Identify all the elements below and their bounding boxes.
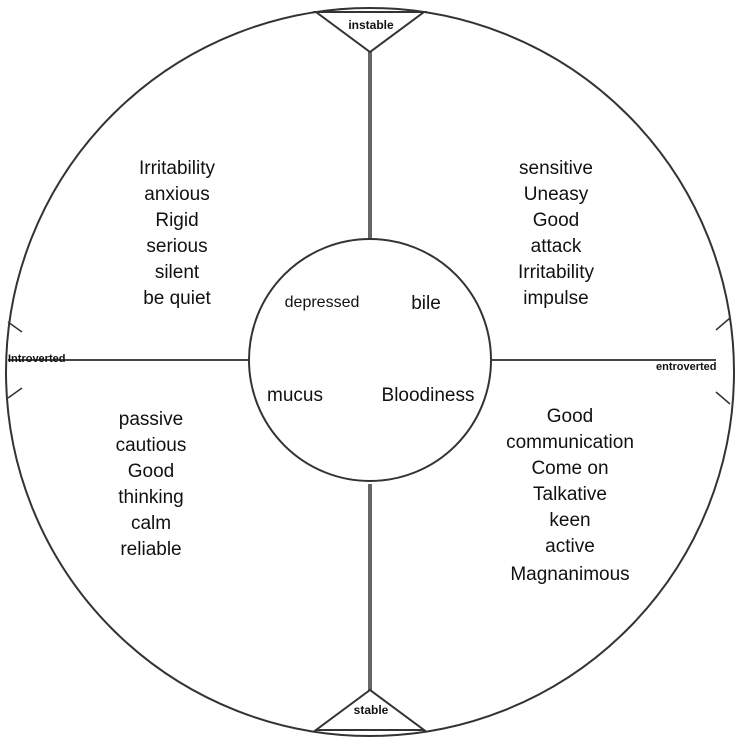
trait-item: sensitive: [519, 158, 593, 179]
traits-bottom-left: passive cautious Good thinking calm reli…: [116, 409, 187, 560]
trait-item: passive: [119, 409, 183, 430]
outer-circle: [5, 7, 735, 737]
trait-item: Irritability: [518, 262, 595, 283]
temperament-bloodiness: Bloodiness: [382, 385, 475, 406]
trait-item: cautious: [116, 435, 187, 456]
temperament-depressed: depressed: [285, 294, 360, 311]
trait-item: Uneasy: [524, 184, 589, 205]
trait-item: Good: [533, 210, 579, 231]
axis-label-stable: stable: [354, 703, 389, 717]
axis-label-entroverted: entroverted: [656, 361, 717, 373]
trait-item: impulse: [523, 288, 588, 309]
trait-item: Magnanimous: [510, 564, 629, 585]
right-tick-marks: [715, 317, 731, 405]
trait-item: communication: [506, 432, 634, 453]
trait-item: reliable: [120, 539, 181, 560]
axis-label-instable: instable: [348, 18, 394, 32]
trait-item: serious: [146, 236, 207, 257]
trait-item: attack: [531, 236, 582, 257]
trait-item: calm: [131, 513, 171, 534]
trait-item: Good: [547, 406, 593, 427]
trait-item: thinking: [118, 487, 184, 508]
stable-marker: [312, 688, 428, 731]
trait-item: keen: [549, 510, 590, 531]
temperament-bile: bile: [411, 293, 441, 314]
traits-top-right: sensitive Uneasy Good attack Irritabilit…: [518, 158, 595, 309]
traits-top-left: Irritability anxious Rigid serious silen…: [139, 158, 216, 309]
trait-item: active: [545, 536, 595, 557]
trait-item: Talkative: [533, 484, 607, 505]
axis-label-introverted: Introverted: [8, 353, 65, 365]
trait-item: Good: [128, 461, 174, 482]
trait-item: Rigid: [155, 210, 198, 231]
instable-marker: [312, 11, 428, 54]
trait-item: be quiet: [143, 288, 211, 309]
trait-item: silent: [155, 262, 200, 283]
traits-bottom-right: Good communication Come on Talkative kee…: [506, 406, 634, 585]
left-tick-marks: [7, 321, 23, 399]
trait-item: Irritability: [139, 158, 216, 179]
temperament-mucus: mucus: [267, 385, 323, 406]
trait-item: Come on: [531, 458, 608, 479]
trait-item: anxious: [144, 184, 210, 205]
inner-circle: [248, 238, 492, 482]
